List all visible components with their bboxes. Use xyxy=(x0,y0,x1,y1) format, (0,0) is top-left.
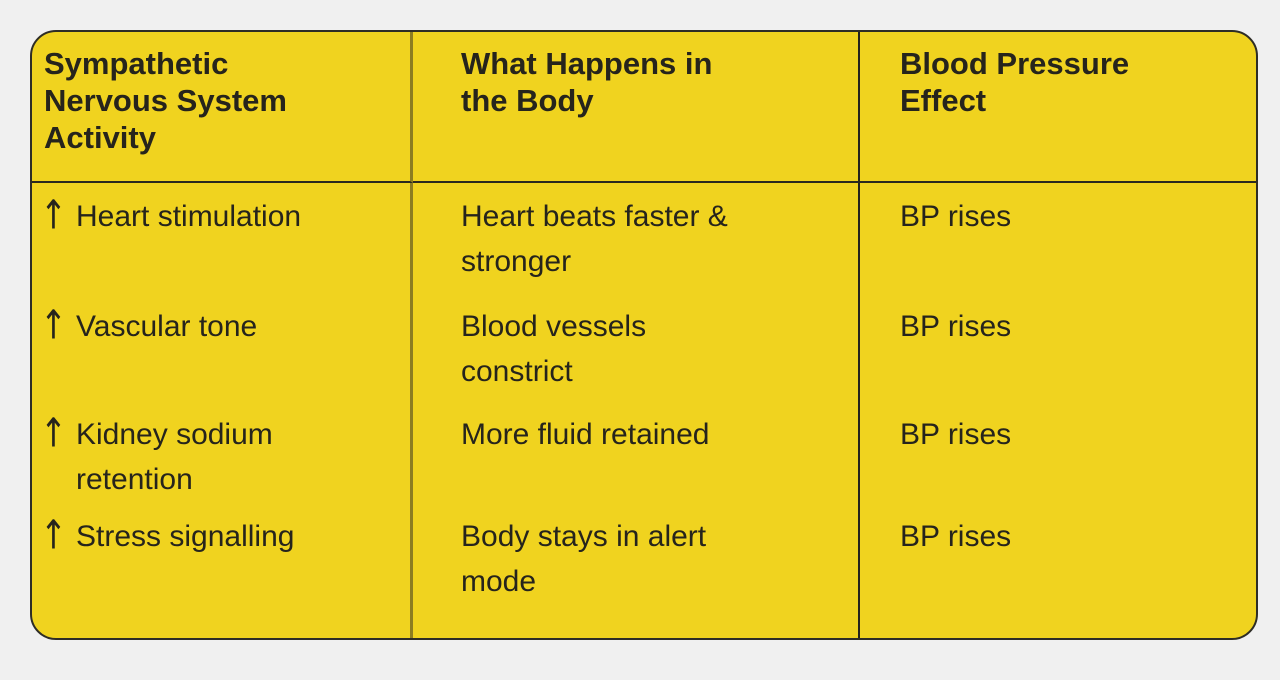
activity-label: Heart stimulation xyxy=(76,200,302,233)
column-header-what-happens: What Happens in the Body xyxy=(413,32,860,183)
activity-cell-kidney-sodium-retention: ↑ Kidney sodium retention xyxy=(32,401,413,503)
bp-effect-cell: BP rises xyxy=(900,418,1012,451)
body-effect-cell: Body stays in alert mode xyxy=(413,503,860,638)
body-effect-cell: Heart beats faster & stronger xyxy=(413,183,860,293)
activity-label: Kidney sodium retention xyxy=(76,418,273,496)
activity-cell-stress-signalling: ↑ Stress signalling xyxy=(32,503,413,638)
bp-effect-cell: BP rises xyxy=(900,310,1012,343)
up-arrow-icon: ↑ xyxy=(40,409,67,457)
bp-effect-cell: BP rises xyxy=(900,200,1012,233)
body-effect-cell: Blood vessels constrict xyxy=(413,293,860,401)
activity-label: Vascular tone xyxy=(76,310,258,343)
activity-label: Stress signalling xyxy=(76,520,295,553)
activity-cell-vascular-tone: ↑ Vascular tone xyxy=(32,293,413,401)
sns-blood-pressure-table: Sympathetic Nervous System Activity What… xyxy=(30,30,1258,640)
bp-effect-cell: BP rises xyxy=(900,520,1012,553)
body-effect-cell: More fluid retained xyxy=(413,401,860,503)
up-arrow-icon: ↑ xyxy=(40,191,67,239)
up-arrow-icon: ↑ xyxy=(40,301,67,349)
up-arrow-icon: ↑ xyxy=(40,511,67,559)
column-header-bp-effect: Blood Pressure Effect xyxy=(860,32,1256,183)
activity-cell-heart-stimulation: ↑ Heart stimulation xyxy=(32,183,413,293)
column-header-sns-activity: Sympathetic Nervous System Activity xyxy=(32,32,413,183)
